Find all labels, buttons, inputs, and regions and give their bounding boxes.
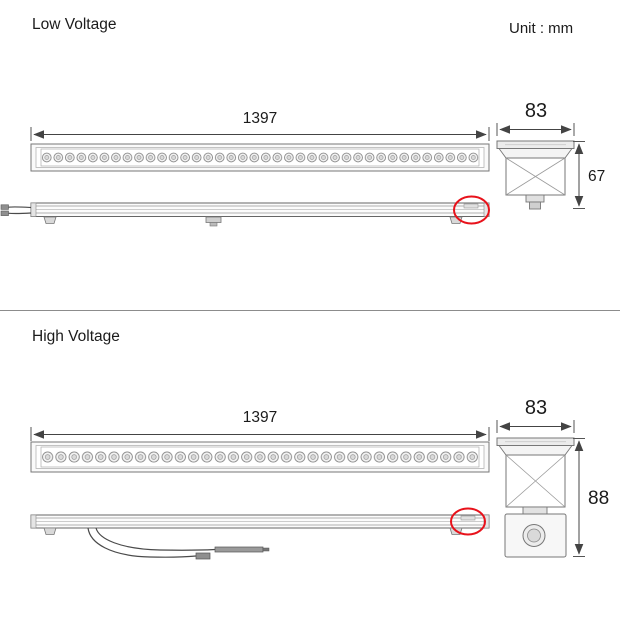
front-view [30, 441, 490, 473]
section-title: Low Voltage [32, 16, 116, 33]
unit-label: Unit : mm [509, 20, 573, 37]
side-view: 83 88 [496, 397, 609, 558]
power-cables [87, 527, 270, 560]
profile-view [30, 507, 490, 560]
led-row [40, 446, 480, 468]
length-dimension: 1397 [30, 409, 490, 441]
high-voltage-drawing: High Voltage 1397 83 [30, 328, 609, 560]
led-row [40, 148, 480, 167]
mounting-brackets [43, 216, 463, 227]
height-dimension: 88 [573, 438, 609, 557]
mounting-brackets [43, 527, 463, 535]
end-clip-detail [463, 203, 479, 209]
front-view [30, 143, 490, 172]
section-divider [0, 310, 620, 311]
end-cap-highlight-circle [450, 507, 486, 536]
length-dimension-value: 1397 [243, 409, 277, 426]
length-dimension: 1397 [30, 110, 490, 141]
width-dimension-value: 83 [525, 100, 547, 122]
height-dimension-value: 67 [588, 168, 605, 185]
profile-view [0, 195, 490, 227]
low-voltage-drawing: Low Voltage Unit : mm 1397 83 [0, 16, 605, 227]
driver-box [504, 513, 567, 558]
width-dimension-value: 83 [525, 397, 547, 419]
height-dimension-value: 88 [588, 488, 609, 509]
section-title: High Voltage [32, 328, 120, 345]
cable-gland [525, 194, 545, 203]
length-dimension-value: 1397 [243, 110, 277, 127]
side-view: 83 67 [496, 100, 605, 210]
end-cap-highlight-circle [453, 195, 490, 225]
end-clip-detail [460, 515, 476, 521]
height-dimension: 67 [573, 141, 605, 209]
power-cables [0, 204, 32, 216]
